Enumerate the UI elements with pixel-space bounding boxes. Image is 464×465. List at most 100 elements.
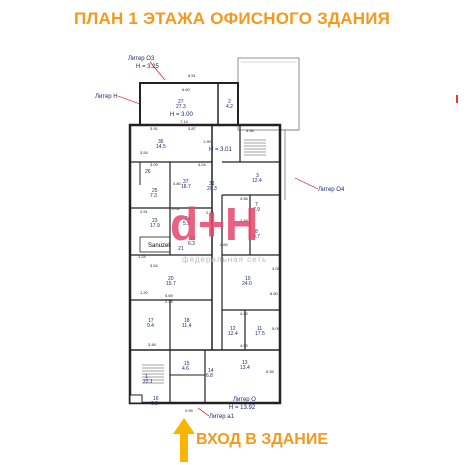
dim-label: 3.54 bbox=[140, 150, 149, 155]
dim-label: 5.69 bbox=[165, 293, 174, 298]
liter-a1-label: Литер а1 bbox=[209, 414, 235, 420]
svg-text:24: 24 bbox=[185, 216, 191, 222]
svg-text:3: 3 bbox=[256, 173, 259, 179]
svg-text:7.9: 7.9 bbox=[253, 207, 260, 213]
watermark-logo: d+H bbox=[170, 198, 258, 250]
height-label-300: H = 3.00 bbox=[170, 112, 194, 118]
dim-label: 0.99 bbox=[185, 408, 194, 413]
svg-text:12: 12 bbox=[230, 326, 236, 332]
dim-label: 6.55 bbox=[266, 369, 275, 374]
svg-text:15: 15 bbox=[184, 361, 190, 367]
dim-label: 3.09 bbox=[150, 162, 159, 167]
dim-label: 3.96 bbox=[246, 128, 255, 133]
svg-text:13: 13 bbox=[242, 360, 248, 366]
dim-label: 1.20 bbox=[140, 290, 149, 295]
svg-text:5.9: 5.9 bbox=[183, 221, 190, 227]
svg-text:27.3: 27.3 bbox=[176, 104, 186, 110]
dim-label: 4.05 bbox=[272, 266, 281, 271]
svg-text:36: 36 bbox=[158, 139, 164, 145]
liter-o-label: Литер О bbox=[233, 397, 256, 403]
liter-a1-pointer bbox=[197, 407, 210, 417]
dim-label: 3.54 bbox=[150, 263, 159, 268]
svg-text:25: 25 bbox=[152, 188, 158, 194]
room-24: 245.9 bbox=[183, 216, 191, 227]
svg-text:8.7: 8.7 bbox=[253, 234, 260, 240]
dim-label: 3.46 bbox=[148, 342, 157, 347]
dim-label: 3.91 bbox=[150, 126, 159, 131]
svg-text:6.3: 6.3 bbox=[188, 241, 195, 247]
svg-text:37: 37 bbox=[183, 179, 189, 185]
liter-o4-label: Литер О4 bbox=[318, 187, 345, 193]
dim-label: 6.51 bbox=[188, 73, 197, 78]
svg-text:22.1: 22.1 bbox=[143, 379, 153, 385]
liter-o4-pointer bbox=[294, 177, 319, 190]
annex-o4-outline bbox=[237, 57, 300, 131]
svg-text:12.4: 12.4 bbox=[228, 331, 238, 337]
svg-text:4.2: 4.2 bbox=[226, 104, 233, 110]
liter-o3-height: H = 3.25 bbox=[136, 64, 160, 70]
watermark-subtitle: федеральная сеть bbox=[182, 255, 267, 264]
dim-label: 3.56 bbox=[240, 196, 249, 201]
dim-label: 7.14 bbox=[180, 119, 189, 124]
dim-label: 2.70 bbox=[206, 210, 215, 215]
liter-o3-label: Литер О3 bbox=[128, 56, 155, 62]
room-17: 179.4 bbox=[147, 318, 154, 329]
liter-o3-pointer bbox=[149, 61, 166, 81]
stairs-lower bbox=[142, 364, 164, 384]
dim-label: 3.87 bbox=[188, 126, 197, 131]
room-25: 257.3 bbox=[150, 188, 158, 199]
svg-text:17: 17 bbox=[148, 318, 154, 324]
sanuzel-label: Sanuzel bbox=[148, 243, 170, 249]
dim-label: 4.55 bbox=[240, 343, 249, 348]
svg-text:2: 2 bbox=[228, 99, 231, 105]
svg-text:16: 16 bbox=[153, 396, 159, 402]
svg-text:17.9: 17.9 bbox=[150, 223, 160, 229]
entrance-label: ВХОД В ЗДАНИЕ bbox=[196, 431, 328, 448]
room-14: 146.8 bbox=[206, 368, 214, 379]
room-7: 77.9 bbox=[253, 202, 260, 213]
svg-text:14.5: 14.5 bbox=[156, 144, 166, 150]
dim-label: 2.38 bbox=[240, 218, 249, 223]
entrance-arrow-icon bbox=[173, 418, 195, 462]
svg-text:18.7: 18.7 bbox=[181, 184, 191, 190]
dim-label: 4.04 bbox=[198, 162, 207, 167]
room-21: 21 bbox=[178, 246, 184, 252]
edge-red-mark bbox=[456, 95, 458, 103]
svg-text:23: 23 bbox=[152, 218, 158, 224]
small-annex-a1 bbox=[129, 394, 143, 404]
svg-text:18: 18 bbox=[184, 318, 190, 324]
room-16: 166.8 bbox=[151, 396, 159, 407]
svg-text:9.4: 9.4 bbox=[147, 323, 154, 329]
svg-text:6.8: 6.8 bbox=[151, 401, 158, 407]
svg-text:24.0: 24.0 bbox=[242, 281, 252, 287]
dim-label: 6.60 bbox=[182, 87, 191, 92]
svg-text:10: 10 bbox=[245, 276, 251, 282]
svg-text:11: 11 bbox=[257, 326, 262, 332]
room-2: 24.2 bbox=[226, 99, 233, 110]
dim-label: 2.60 bbox=[220, 242, 229, 247]
svg-text:7.3: 7.3 bbox=[150, 193, 157, 199]
dim-label: 4.20 bbox=[240, 311, 249, 316]
dim-label: 8.50 bbox=[270, 291, 279, 296]
svg-text:17.5: 17.5 bbox=[255, 331, 265, 337]
svg-text:4.6: 4.6 bbox=[182, 366, 189, 372]
room-15: 154.6 bbox=[182, 361, 190, 372]
room-1: 122.1 bbox=[143, 374, 153, 385]
svg-text:26: 26 bbox=[145, 169, 151, 175]
room-26: 26 bbox=[145, 169, 151, 175]
dim-label: 4.80 bbox=[173, 181, 182, 186]
dim-label: 1.90 bbox=[203, 139, 212, 144]
liter-o-height: H = 13.92 bbox=[229, 405, 256, 411]
svg-text:11.4: 11.4 bbox=[182, 323, 192, 329]
dim-label: 2.35 bbox=[165, 299, 174, 304]
liter-n-pointer bbox=[117, 95, 141, 105]
svg-text:20.3: 20.3 bbox=[207, 186, 217, 192]
